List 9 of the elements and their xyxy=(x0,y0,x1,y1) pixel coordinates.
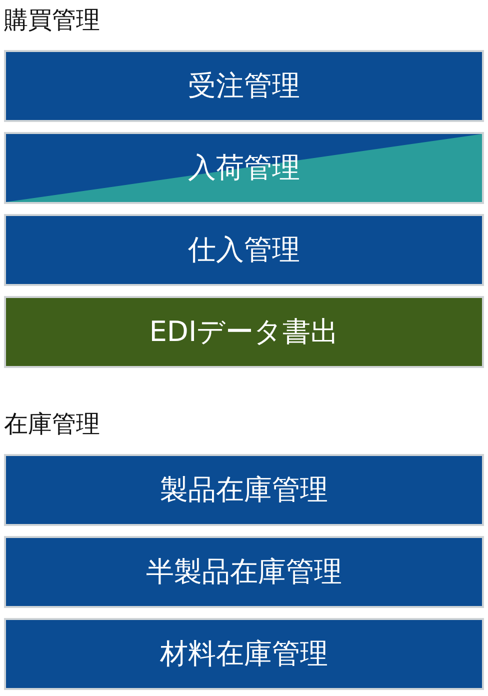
menu-button: 仕入管理 xyxy=(4,214,484,286)
menu-button: EDIデータ書出 xyxy=(4,296,484,368)
menu-button: 受注管理 xyxy=(4,50,484,122)
menu-button: 材料在庫管理 xyxy=(4,618,484,690)
section-heading: 購買管理 xyxy=(4,5,100,36)
menu-button: 半製品在庫管理 xyxy=(4,536,484,608)
menu-button: 製品在庫管理 xyxy=(4,454,484,526)
section-heading: 在庫管理 xyxy=(4,409,100,440)
menu-button: 入荷管理 xyxy=(4,132,484,204)
